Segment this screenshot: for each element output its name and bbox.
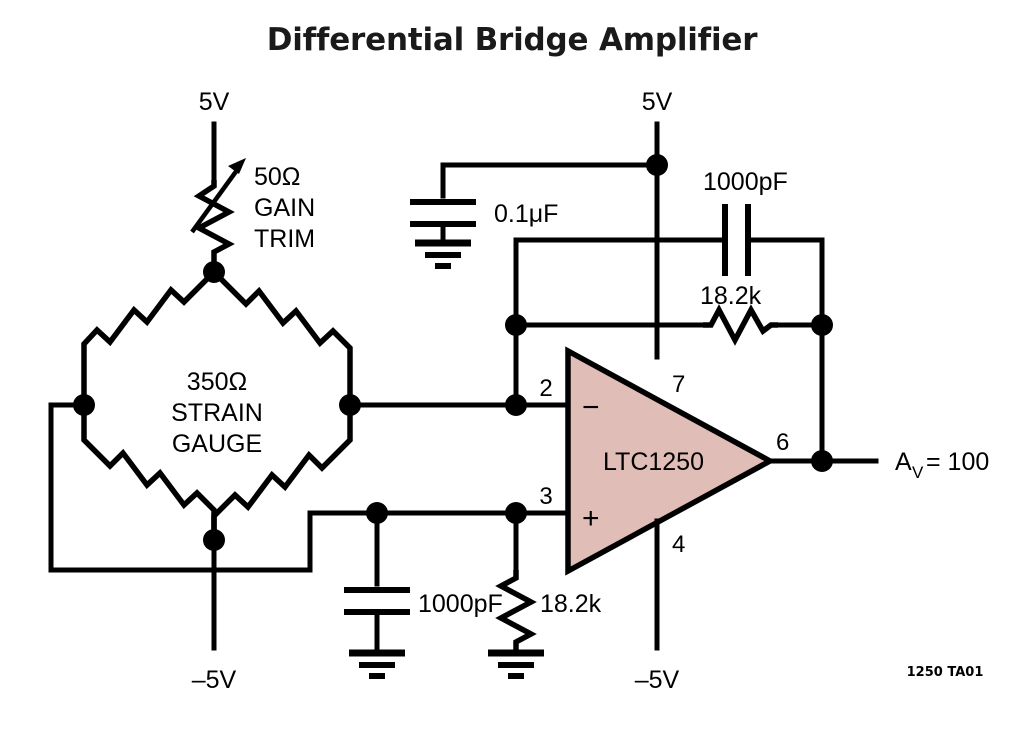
bridge-resistor-top-left <box>81 270 216 405</box>
junction-noninverting-input <box>505 502 527 524</box>
bridge-name-line2: GAUGE <box>172 430 262 458</box>
supply-label-top-right: 5V <box>642 88 673 116</box>
input-resistor-body <box>495 570 537 650</box>
pin-label-vminus: 4 <box>672 531 685 558</box>
input-capacitor-value-label: 1000pF <box>418 590 503 618</box>
input-resistor-value-label: 18.2k <box>540 590 602 618</box>
junction-bridge-bottom <box>203 529 225 551</box>
ground-symbol-input-resistor <box>488 649 544 679</box>
bridge-resistor-bottom-left <box>81 405 217 540</box>
feedback-resistor-value-label: 18.2k <box>700 282 762 310</box>
potentiometer-value-label: 50Ω <box>254 163 301 191</box>
supply-label-bottom-right: ‒5V <box>635 666 680 694</box>
bridge-resistor-bottom-right <box>211 405 353 540</box>
wire-bridge-left-to-negative-rail <box>48 402 313 573</box>
opamp-noninverting-sign: + <box>582 502 600 535</box>
gain-subscript-label: V <box>912 463 924 482</box>
bypass-capacitor-value-label: 0.1μF <box>494 200 558 228</box>
junction-bridge-top <box>203 261 225 283</box>
opamp-triangle-body <box>565 346 776 576</box>
gain-value-label: = 100 <box>926 448 989 476</box>
potentiometer-name-line2: TRIM <box>254 225 315 253</box>
junction-input-capacitor <box>366 502 388 524</box>
opamp-part-number: LTC1250 <box>603 448 704 476</box>
ground-symbol-bypass <box>415 239 471 269</box>
supply-label-top-left: 5V <box>199 88 230 116</box>
pin-label-vplus: 7 <box>672 371 685 398</box>
wire-to-noninverting-input <box>307 510 519 573</box>
junction-bridge-right <box>339 394 361 416</box>
junction-5v-bypass <box>646 154 668 176</box>
junction-feedback-output <box>811 314 833 336</box>
junction-bridge-left <box>73 394 95 416</box>
pin-label-noninverting: 3 <box>539 483 552 510</box>
potentiometer-body <box>193 180 235 268</box>
pin-label-inverting: 2 <box>539 375 552 402</box>
figure-title: Differential Bridge Amplifier <box>267 22 759 58</box>
bridge-name-line1: STRAIN <box>171 399 263 427</box>
junction-inverting-input <box>505 394 527 416</box>
feedback-resistor-body <box>703 304 778 346</box>
gain-annotation: A V = 100 <box>895 448 989 482</box>
supply-label-bottom-left: ‒5V <box>192 666 237 694</box>
potentiometer-wiper-arrow-shaft <box>190 164 242 234</box>
bridge-value-label: 350Ω <box>187 368 247 396</box>
opamp-inverting-sign: − <box>582 391 600 424</box>
junction-feedback-resistor-input <box>505 314 527 336</box>
bridge-resistor-top-right <box>212 270 353 405</box>
ground-symbol-input-capacitor <box>349 649 405 679</box>
junction-output <box>811 450 833 472</box>
feedback-capacitor-value-label: 1000pF <box>703 168 788 196</box>
potentiometer-name-line1: GAIN <box>254 194 315 222</box>
gain-prefix-label: A <box>895 448 912 476</box>
potentiometer-wiper-arrowhead <box>228 158 246 174</box>
wire-5v-to-bypass-capacitor <box>440 162 660 199</box>
pin-label-output: 6 <box>776 429 789 456</box>
figure-caption: 1250 TA01 <box>907 665 984 680</box>
